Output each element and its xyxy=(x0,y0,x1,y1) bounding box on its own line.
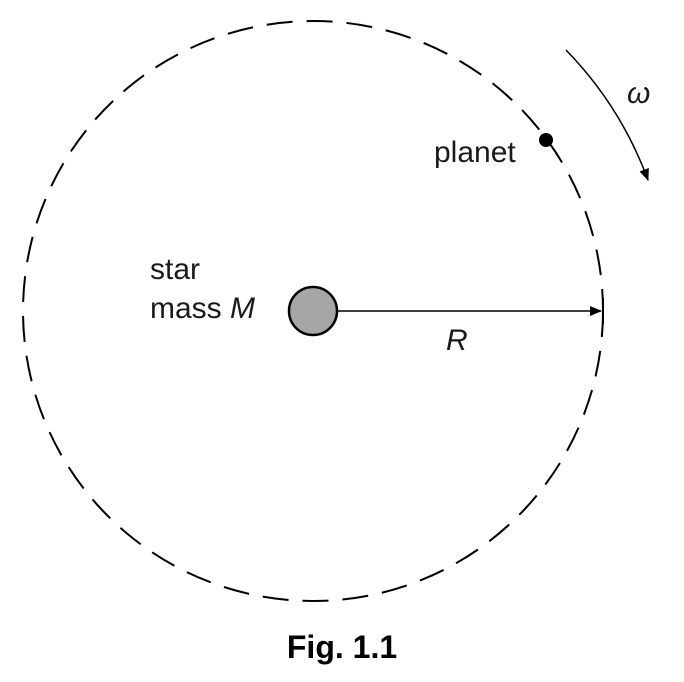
planet-label: planet xyxy=(434,136,516,169)
star-mass-prefix: mass xyxy=(150,292,230,325)
angular-velocity-label: ω xyxy=(627,77,650,110)
angular-velocity-arrow xyxy=(565,49,649,181)
star-mass-symbol: M xyxy=(230,292,255,325)
planet-dot xyxy=(539,133,553,147)
figure-caption: Fig. 1.1 xyxy=(287,629,397,665)
star xyxy=(287,285,339,337)
radius-label: R xyxy=(446,324,468,357)
star-mass-label: mass M xyxy=(150,292,255,325)
star-label: star xyxy=(150,253,200,286)
